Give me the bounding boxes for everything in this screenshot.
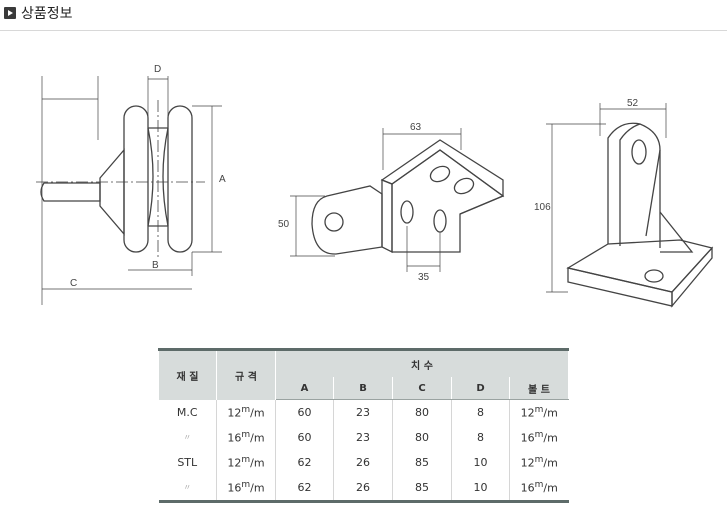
- material-cell: M.C: [176, 405, 198, 419]
- col-header-d: D: [451, 377, 510, 400]
- technical-drawings: D A B C 63 50 35: [36, 64, 714, 308]
- bolt-cell: 12m/m: [509, 399, 569, 425]
- col-header-a: A: [275, 377, 334, 400]
- roller-drawing: D A B C: [36, 64, 226, 305]
- bolt-cell: 16m/m: [509, 475, 569, 503]
- dim-c-label: C: [70, 278, 77, 289]
- dim-d-label: D: [154, 64, 161, 75]
- dim-106-label: 106: [534, 202, 551, 213]
- dim-b-cell: 26: [333, 450, 393, 475]
- dim-d-cell: 10: [451, 475, 510, 503]
- spec-cell: 12m/m: [216, 450, 276, 475]
- dim-b-cell: 23: [333, 399, 393, 425]
- col-header-spec: 규 격: [216, 348, 276, 400]
- table-row: STL 12m/m 62 26 85 10 12m/m: [159, 450, 569, 475]
- dim-d-cell: 8: [451, 425, 510, 450]
- dim-c-cell: 85: [392, 450, 452, 475]
- col-header-dimensions: 치 수: [275, 348, 569, 377]
- col-header-b: B: [333, 377, 393, 400]
- spec-cell: 16m/m: [216, 425, 276, 450]
- material-cell: 〃: [183, 433, 192, 442]
- section-header: 상품정보: [0, 0, 727, 31]
- col-header-c: C: [392, 377, 452, 400]
- col-header-bolt: 볼 트: [509, 377, 569, 400]
- dim-a-cell: 62: [275, 450, 334, 475]
- bolt-cell: 12m/m: [509, 450, 569, 475]
- dim-b-label: B: [152, 260, 159, 271]
- dim-a-cell: 60: [275, 399, 334, 425]
- play-bullet-icon: [4, 7, 16, 19]
- dim-b-cell: 23: [333, 425, 393, 450]
- dim-a-label: A: [219, 174, 226, 185]
- material-cell: 〃: [158, 475, 217, 503]
- section-title: 상품정보: [21, 6, 73, 22]
- table-row: 〃 16m/m 62 26 85 10 16m/m: [158, 475, 569, 503]
- dim-52-label: 52: [627, 98, 639, 109]
- col-header-material: 재 질: [158, 348, 217, 400]
- dim-50-label: 50: [278, 219, 290, 230]
- dim-d-cell: 8: [451, 399, 510, 425]
- spec-table: 재 질 규 격 치 수 A B C D 볼 트 M.C 12m/m 60 23 …: [158, 348, 569, 503]
- bracket-drawing: 63 50 35: [278, 122, 505, 283]
- material-cell: STL: [177, 456, 198, 469]
- dim-a-cell: 60: [275, 425, 334, 450]
- dim-c-cell: 80: [392, 425, 452, 450]
- spec-cell: 16m/m: [216, 475, 276, 503]
- spec-cell: 12m/m: [216, 399, 276, 425]
- bolt-cell: 16m/m: [509, 425, 569, 450]
- base-bracket-drawing: 52 106: [534, 98, 714, 308]
- table-row: 〃 16m/m 60 23 80 8 16m/m: [159, 425, 569, 450]
- dim-63-label: 63: [410, 122, 422, 133]
- dim-c-cell: 80: [392, 399, 452, 425]
- dim-b-cell: 26: [333, 475, 393, 503]
- dim-c-cell: 85: [392, 475, 452, 503]
- dim-d-cell: 10: [451, 450, 510, 475]
- dim-a-cell: 62: [275, 475, 334, 503]
- table-row: M.C 12m/m 60 23 80 8 12m/m: [159, 399, 569, 425]
- dim-35-label: 35: [418, 272, 430, 283]
